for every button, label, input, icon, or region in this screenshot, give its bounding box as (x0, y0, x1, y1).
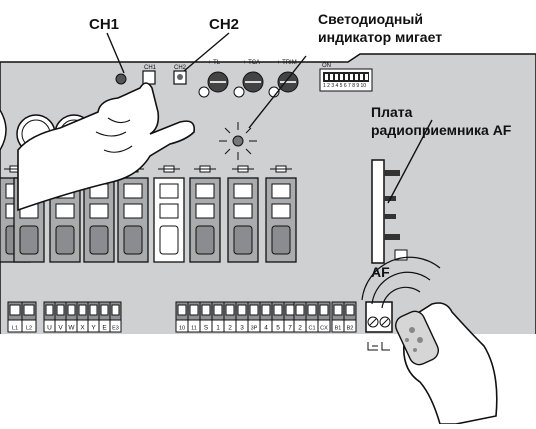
terminal-label: 5 (276, 325, 280, 332)
terminal-screw: 10 (175, 301, 189, 333)
terminal-label: S (204, 325, 209, 332)
relay-row (0, 165, 297, 263)
terminal-block-d: 2 C1 CX (293, 301, 331, 333)
terminal-screw: 3P (247, 301, 261, 333)
terminal-screw: 1 (211, 301, 225, 333)
terminal-screw: S (199, 301, 213, 333)
trimmer-tca-label: + TCA – (243, 60, 265, 66)
af-label: AF (371, 264, 390, 280)
terminal-label: L1 (12, 326, 18, 332)
terminal-label: W (68, 325, 75, 332)
terminal-screw: 2 (223, 301, 237, 333)
relay-9 (265, 165, 297, 263)
relay-7 (189, 165, 221, 263)
terminal-screw: E (98, 301, 111, 333)
terminal-label: C1 (308, 326, 315, 332)
terminal-screw: 3 (235, 301, 249, 333)
terminal-screw: V (54, 301, 67, 333)
terminal-screw: B2 (343, 301, 357, 333)
terminal-label: 3 (240, 325, 244, 332)
terminal-screw: Y (87, 301, 100, 333)
ch2-silkscreen: CH2 (174, 65, 187, 71)
terminal-screw: B1 (331, 301, 345, 333)
terminal-label: 11 (191, 326, 197, 332)
ch1-led (115, 73, 127, 85)
terminal-label: X (80, 325, 85, 332)
terminal-label: 7 (288, 325, 292, 332)
terminal-label: E (102, 325, 107, 332)
terminal-label: L2 (26, 326, 32, 332)
terminal-label: 3P (251, 326, 258, 332)
remote-control-icon (395, 310, 439, 366)
terminal-screw: L1 (7, 301, 23, 333)
dip-numbers: 1 2 3 4 5 6 7 8 9 10 (323, 83, 367, 89)
terminal-label: Y (91, 325, 96, 332)
terminal-screw: E3 (109, 301, 122, 333)
board-callout-line2: радиоприемника AF (371, 122, 512, 138)
terminal-label: V (58, 325, 63, 332)
trimmer-tca[interactable] (233, 71, 264, 98)
trimmer-tl[interactable] (198, 71, 229, 98)
terminal-label: 10 (179, 326, 185, 332)
trimmer-tl-label: + TL – (208, 60, 225, 66)
relay-8 (227, 165, 259, 263)
led-callout-line2: индикатор мигает (318, 29, 443, 45)
ch1-silkscreen: CH1 (144, 65, 157, 71)
terminal-label: U (47, 325, 52, 332)
terminal-label: 2 (298, 325, 302, 332)
terminal-screw: 11 (187, 301, 201, 333)
relay-6 (153, 165, 185, 263)
relay-5 (117, 165, 149, 263)
terminal-screw: CX (317, 301, 331, 333)
terminal-screw: 5 (271, 301, 285, 333)
terminal-block-e: B1 B2 (331, 301, 357, 333)
ch1-callout: CH1 (89, 16, 120, 33)
terminal-screw: X (76, 301, 89, 333)
terminal-block-a: L1 L2 (7, 301, 37, 333)
terminal-label: CX (320, 326, 328, 332)
terminal-screw: W (65, 301, 78, 333)
terminal-label: B2 (347, 326, 354, 332)
led-callout-line1: Светодиодный (318, 11, 423, 27)
terminal-screw: C1 (305, 301, 319, 333)
terminal-label: 2 (228, 325, 232, 332)
terminal-screw: L2 (21, 301, 37, 333)
callout-leaders (106, 32, 433, 204)
hand-pressing-ch1-icon (17, 82, 196, 212)
terminal-screw: U (43, 301, 56, 333)
radio-led-blinking (219, 122, 257, 160)
terminal-label: 1 (216, 325, 220, 332)
ch2-callout: CH2 (209, 16, 240, 33)
terminal-label: B1 (335, 326, 342, 332)
relay-4 (83, 165, 115, 263)
trimmer-trim-label: + TRIM – (277, 60, 302, 66)
terminal-label: E3 (112, 326, 119, 332)
radio-waves (361, 256, 441, 309)
dip-on-label: ON (322, 63, 331, 69)
ch1-button[interactable] (142, 70, 156, 85)
terminal-screw: 2 (293, 301, 307, 333)
terminal-screw: 4 (259, 301, 273, 333)
dip-switch[interactable] (319, 68, 373, 92)
board-callout-line1: Плата (371, 104, 413, 120)
terminal-label: 4 (264, 325, 268, 332)
antenna-terminal (365, 301, 393, 351)
